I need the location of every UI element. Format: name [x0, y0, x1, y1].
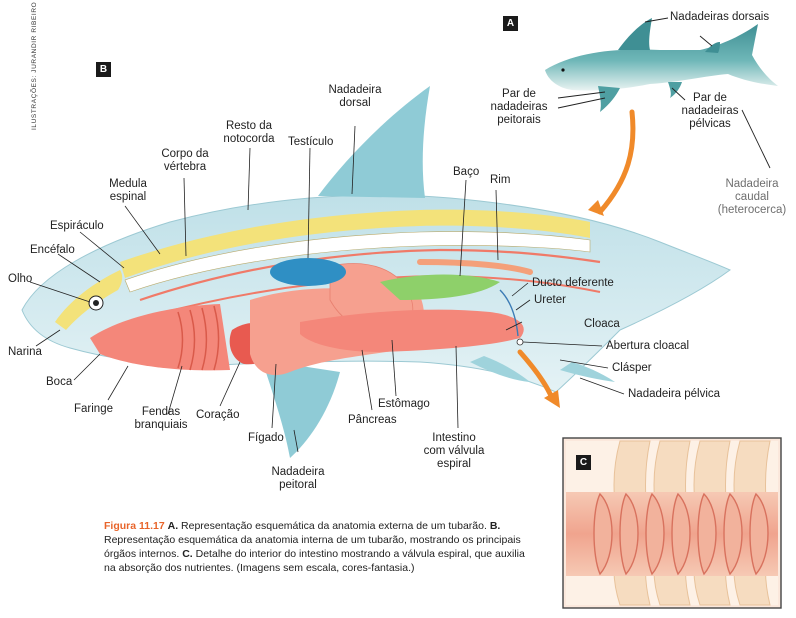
label-medula-espinal: Medula espinal	[100, 178, 156, 204]
panel-c-badge: C	[576, 455, 591, 470]
label-clasper: Clásper	[612, 362, 652, 375]
label-cloaca: Cloaca	[584, 318, 620, 331]
label-corpo-vertebra: Corpo da vértebra	[154, 148, 216, 174]
label-ducto-deferente: Ducto deferente	[532, 277, 614, 290]
label-abertura-cloacal: Abertura cloacal	[606, 340, 689, 353]
caption-figure-number: Figura 11.17	[104, 520, 165, 532]
label-fendas-branquiais: Fendas branquiais	[128, 406, 194, 432]
caption-b-letter: B.	[490, 520, 501, 532]
label-espiraculo: Espiráculo	[50, 220, 104, 233]
label-encefalo: Encéfalo	[30, 244, 75, 257]
label-faringe: Faringe	[74, 403, 113, 416]
caption-a-letter: A.	[168, 520, 179, 532]
spiral-valve-detail	[563, 438, 781, 608]
label-olho: Olho	[8, 273, 32, 286]
caption-c-letter: C.	[182, 548, 193, 560]
illustration-credit: ILUSTRAÇÕES: JURANDIR RIBEIRO	[31, 2, 38, 130]
label-boca: Boca	[46, 376, 72, 389]
caption-a-text: Representação esquemática da anatomia ex…	[178, 520, 490, 532]
label-baco: Baço	[453, 166, 479, 179]
label-nadadeira-peitoral: Nadadeira peitoral	[266, 466, 330, 492]
label-nadadeira-pelvica: Nadadeira pélvica	[628, 388, 720, 401]
label-nadadeiras-dorsais: Nadadeiras dorsais	[670, 11, 769, 24]
figure-caption: Figura 11.17 A. Representação esquemátic…	[104, 519, 534, 575]
internal-shark-figure	[22, 86, 730, 458]
label-resto-notocorda: Resto da notocorda	[218, 120, 280, 146]
label-intestino-valvula-espiral: Intestino com válvula espiral	[414, 432, 494, 471]
label-coracao: Coração	[196, 409, 239, 422]
label-rim: Rim	[490, 174, 510, 187]
label-nadadeira-dorsal: Nadadeira dorsal	[324, 84, 386, 110]
label-narina: Narina	[8, 346, 42, 359]
label-pancreas: Pâncreas	[348, 414, 397, 427]
label-nadadeira-caudal: Nadadeira caudal (heterocerca)	[712, 178, 792, 217]
label-figado: Fígado	[248, 432, 284, 445]
label-estomago: Estômago	[378, 398, 430, 411]
label-ureter: Ureter	[534, 294, 566, 307]
orange-arrow-a-to-b	[600, 112, 633, 212]
panel-b-badge: B	[96, 62, 111, 77]
label-par-nadadeiras-pelvicas: Par de nadadeiras pélvicas	[676, 92, 744, 131]
label-testiculo: Testículo	[288, 136, 333, 149]
panel-a-badge: A	[503, 16, 518, 31]
label-par-nadadeiras-peitorais: Par de nadadeiras peitorais	[478, 88, 560, 127]
